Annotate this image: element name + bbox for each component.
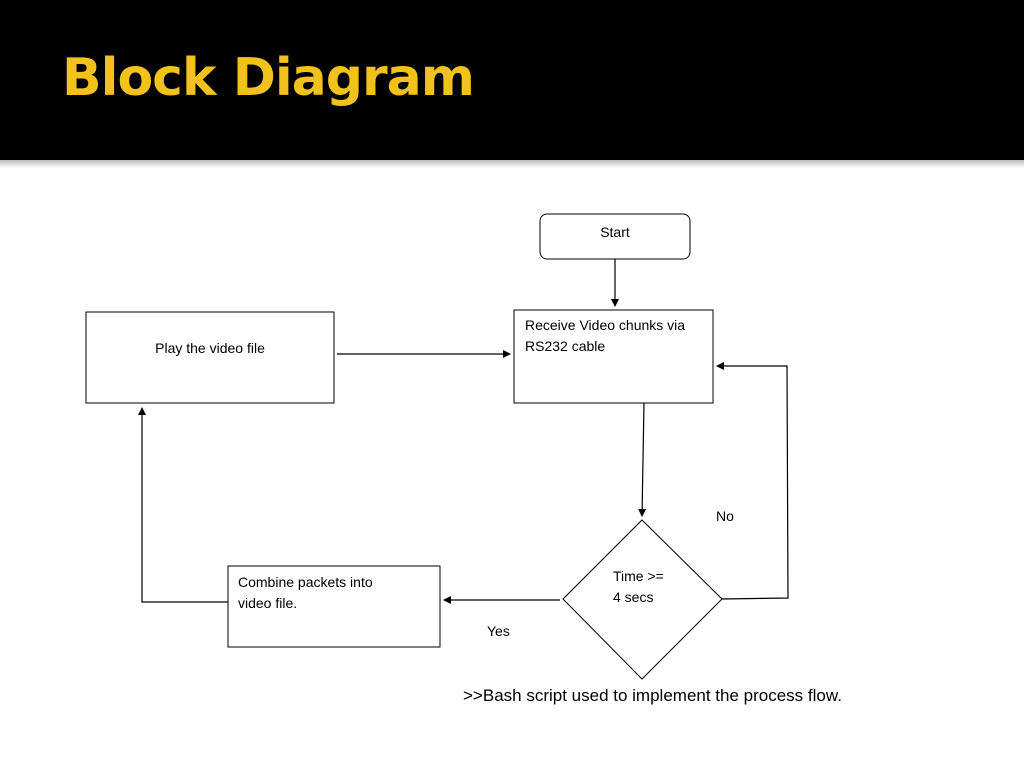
decision-label: Time >= 4 secs [613,568,664,605]
edge-label-yes: Yes [487,623,510,639]
combine-label: Combine packets into video file. [238,574,373,611]
slide-title: Block Diagram [62,48,475,108]
edge-label-no: No [716,508,734,524]
start-label: Start [600,224,630,240]
play-node [85,311,335,404]
header-divider [0,160,1024,168]
receive-label: Receive Video chunks via RS232 cable [525,317,686,354]
footnote: >>Bash script used to implement the proc… [463,686,842,705]
combine-node [227,565,441,648]
arrow-combine-to-play [138,407,228,603]
decision-node [562,519,723,680]
slide-header [0,0,1024,160]
receive-node [513,309,714,404]
arrow-decision-no-to-receive [716,362,789,600]
arrow-receive-to-decision [638,402,647,517]
play-label: Play the video file [155,340,265,356]
